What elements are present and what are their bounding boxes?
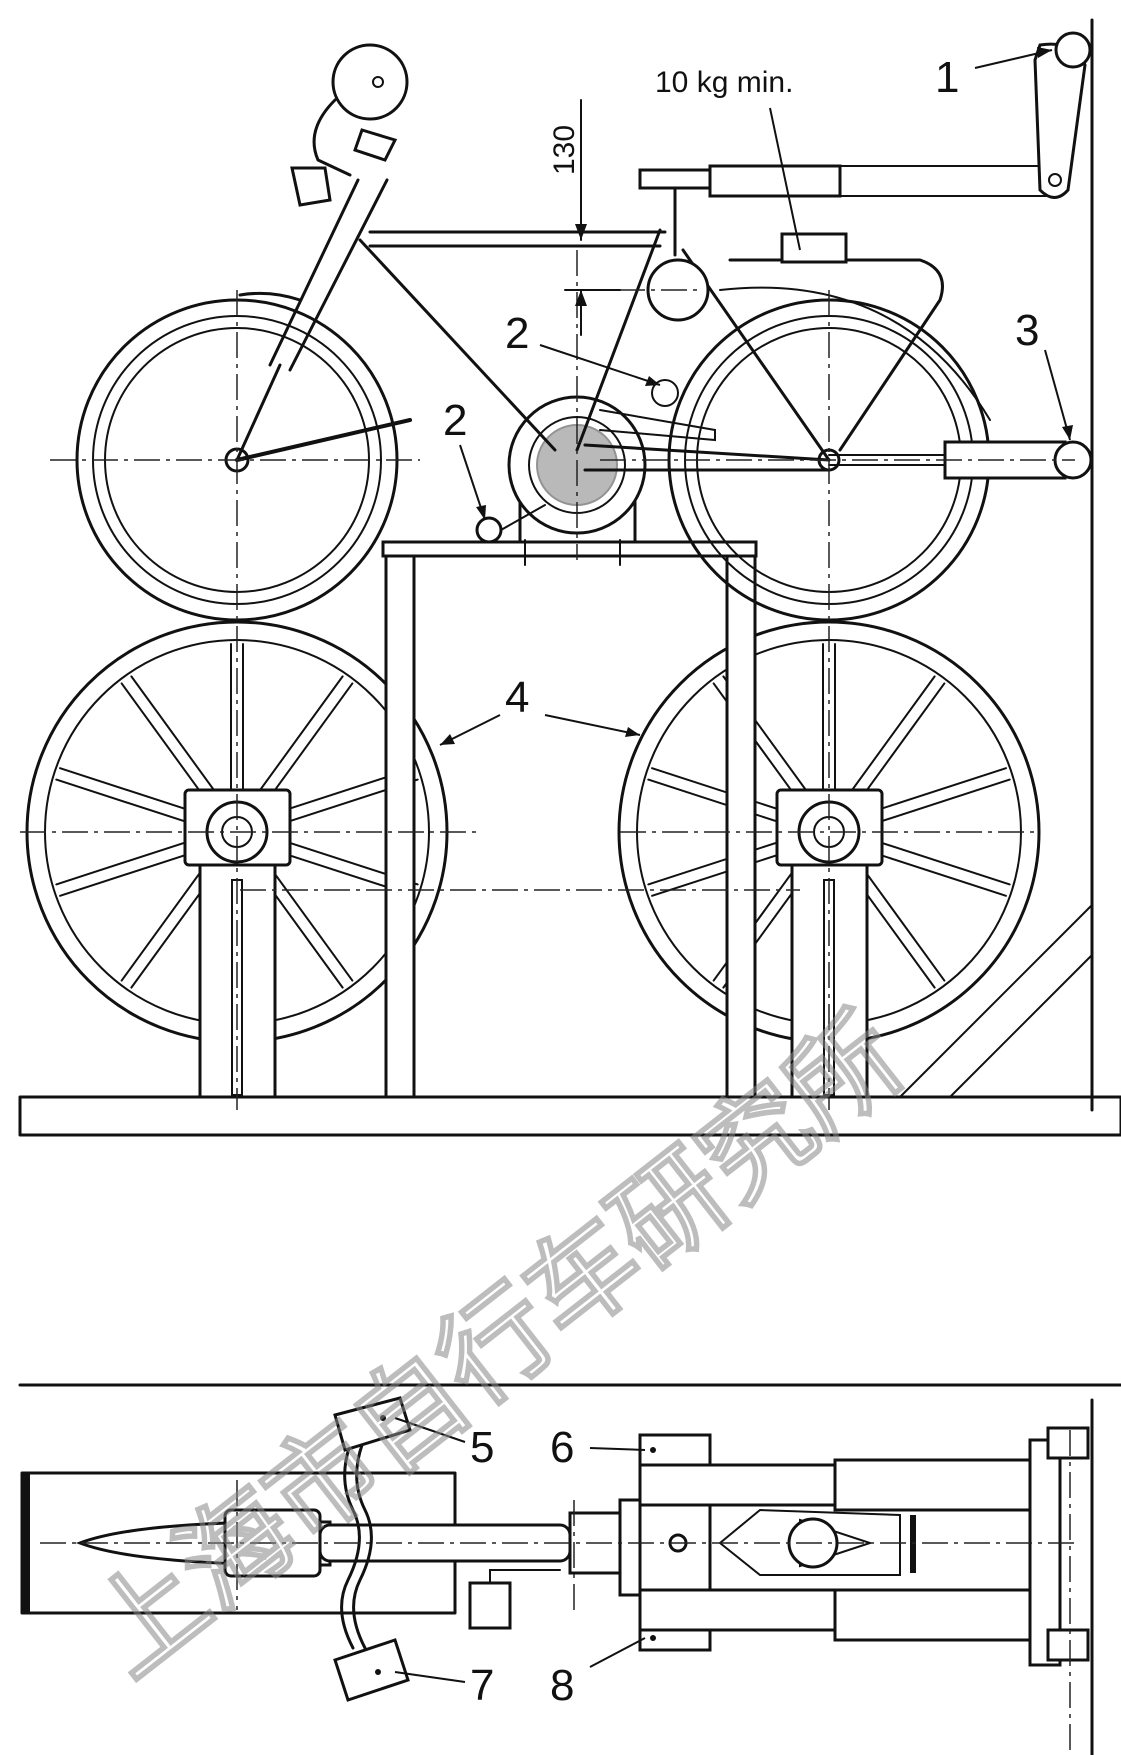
label-8: 8 <box>550 1661 574 1710</box>
front-platform-edge <box>22 1473 30 1613</box>
label-2-upper: 2 <box>505 309 529 358</box>
drum-spoke <box>864 767 1011 827</box>
leaders-side <box>439 47 1073 746</box>
drive-block <box>468 1581 512 1630</box>
drum-spoke <box>647 837 794 897</box>
drum-spoke <box>254 675 354 805</box>
label-7: 7 <box>470 1661 494 1710</box>
side-elevation-view: 130 10 kg min. 1 2 2 3 4 <box>18 18 1121 1137</box>
label-5: 5 <box>470 1423 494 1472</box>
drum-spoke <box>55 767 202 827</box>
drum-spoke <box>647 767 794 827</box>
rear-fixture <box>618 1426 1090 1667</box>
drum-spoke <box>846 675 946 805</box>
drum-spoke <box>864 837 1011 897</box>
dimension-130-text: 130 <box>548 125 581 175</box>
label-3: 3 <box>1015 306 1039 355</box>
label-6: 6 <box>550 1423 574 1472</box>
leaders-plan <box>394 1417 646 1683</box>
base-plate <box>18 1095 1121 1137</box>
mass-annotation: 10 kg min. <box>655 66 793 99</box>
mass-leader <box>769 107 801 251</box>
label-4: 4 <box>505 673 529 722</box>
bicycle-handlebar-and-lamp <box>238 43 409 302</box>
plan-crank-and-pedals <box>333 1396 412 1702</box>
drum-spoke <box>230 643 244 793</box>
central-stand <box>381 540 758 1099</box>
bicycle-pedal-crank <box>599 379 716 442</box>
drum-spoke <box>822 643 836 793</box>
plan-center-lines <box>40 1430 1080 1755</box>
drive-motor <box>475 395 647 566</box>
pedal-right <box>333 1638 410 1702</box>
plan-bicycle <box>75 1508 642 1630</box>
dimension-130: 130 <box>548 99 621 336</box>
pedal-left <box>333 1396 412 1452</box>
label-2-lower: 2 <box>443 396 467 445</box>
diagonal-brace <box>899 904 1093 1098</box>
center-lines <box>20 250 1075 1110</box>
top-restraint-arm <box>708 31 1092 199</box>
bicycle-frame <box>235 178 831 472</box>
label-1: 1 <box>935 53 959 102</box>
drum-spoke <box>120 675 220 805</box>
bicycle-rear-rack <box>728 232 944 452</box>
plan-view: 5 6 7 8 <box>18 1383 1121 1755</box>
small-roller <box>475 516 503 544</box>
drum-spoke <box>55 837 202 897</box>
